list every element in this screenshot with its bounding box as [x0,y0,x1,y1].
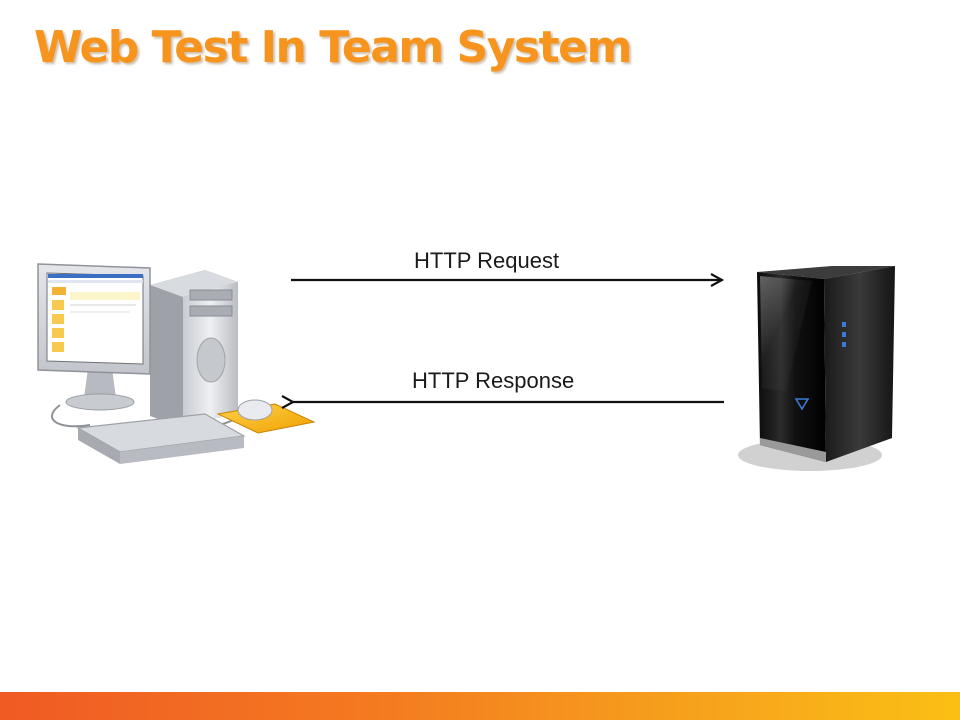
slide-title: Web Test In Team System [34,22,632,73]
keyboard [76,413,246,464]
http-response-label: HTTP Response [412,368,575,393]
desktop-computer-icon [37,263,316,464]
footer-accent-bar [0,692,960,720]
monitor [37,263,151,375]
mouse-pad [216,399,316,434]
http-request-label: HTTP Request [414,248,560,273]
pc-tower [150,270,238,428]
server-tower-icon [738,266,895,471]
